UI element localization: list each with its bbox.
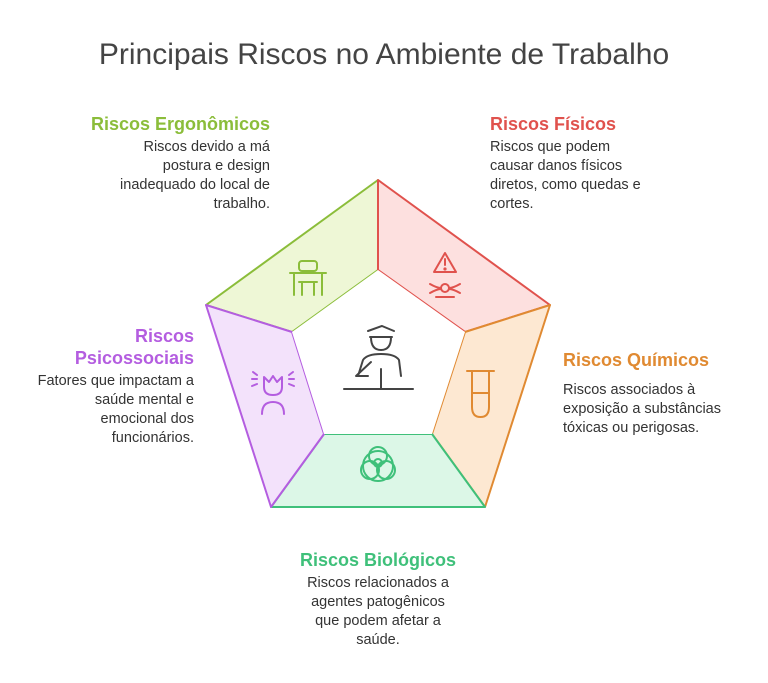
desk-chair-icon — [289, 260, 327, 296]
desc-line: tóxicas ou perigosas. — [563, 420, 700, 436]
desc-line: agentes patogênicos — [311, 594, 445, 610]
ergonomic-title: Riscos Ergonômicos — [90, 114, 270, 134]
desc-line: saúde. — [356, 632, 400, 648]
biological-title: Riscos Biológicos — [299, 550, 457, 570]
desc-line: emocional dos — [100, 411, 195, 427]
desc-line: saúde mental e — [94, 392, 194, 408]
desc-line: funcionários. — [111, 430, 194, 446]
desc-line: que podem afetar a — [315, 613, 441, 629]
biohazard-icon — [360, 446, 396, 482]
title-line: Riscos — [134, 326, 194, 346]
worker-at-desk-icon — [343, 325, 414, 390]
chemical-description: Riscos associados à exposição a substânc… — [563, 381, 763, 438]
psychosocial-title: Riscos Psicossociais — [20, 325, 194, 369]
biological-description: Riscos relacionados a agentes patogênico… — [258, 574, 498, 650]
desc-line: cortes. — [490, 196, 534, 212]
desc-line: Riscos relacionados a — [307, 575, 449, 591]
test-tube-icon — [466, 370, 495, 418]
physical-title: Riscos Físicos — [490, 114, 617, 134]
desc-line: Riscos que podem — [490, 139, 611, 155]
desc-line: postura e design — [162, 158, 270, 174]
warning-hazard-icon — [429, 252, 461, 298]
desc-line: Fatores que impactam a — [37, 373, 194, 389]
psychosocial-description: Fatores que impactam a saúde mental e em… — [20, 372, 194, 448]
ergonomic-description: Riscos devido a má postura e design inad… — [60, 138, 270, 214]
ergonomic-block: Riscos Ergonômicos Riscos devido a má po… — [60, 113, 270, 214]
physical-block: Riscos Físicos Riscos que podem causar d… — [490, 113, 720, 214]
desc-line: inadequado do local de — [120, 177, 270, 193]
desc-line: exposição a substâncias — [563, 401, 721, 417]
desc-line: Riscos associados à — [563, 382, 696, 398]
title-line: Psicossociais — [74, 348, 194, 368]
psychosocial-block: Riscos Psicossociais Fatores que impacta… — [20, 325, 194, 448]
page-title: Principais Riscos no Ambiente de Trabalh… — [98, 38, 670, 71]
biological-block: Riscos Biológicos Riscos relacionados a … — [258, 549, 498, 650]
desc-line: trabalho. — [213, 196, 270, 212]
physical-description: Riscos que podem causar danos físicos di… — [490, 138, 720, 214]
desc-line: causar danos físicos — [490, 158, 623, 174]
stressed-person-icon — [251, 371, 295, 415]
desc-line: diretos, como quedas e — [490, 177, 641, 193]
center-pentagon — [292, 270, 465, 434]
chemical-title: Riscos Químicos — [563, 350, 710, 370]
chemical-block: Riscos Químicos Riscos associados à expo… — [563, 349, 763, 438]
desc-line: Riscos devido a má — [143, 139, 270, 155]
